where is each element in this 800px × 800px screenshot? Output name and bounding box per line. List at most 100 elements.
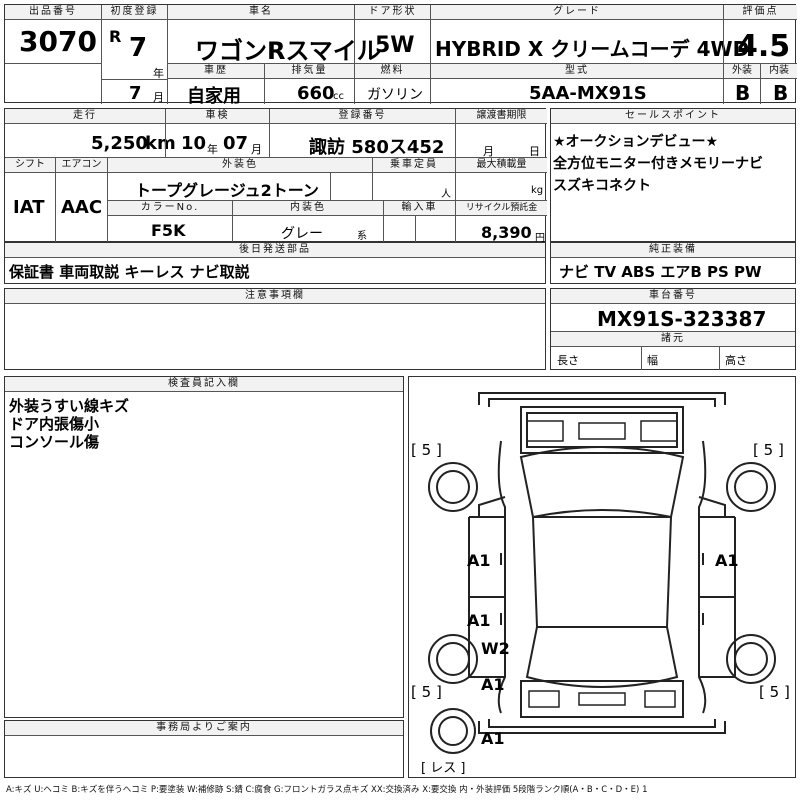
displacement-header: 排気量 [265,64,354,79]
sales-point-1: ★オークションデビュー★ [553,134,719,150]
transfer-month-unit: 月 [483,145,494,158]
interior-grade: B [773,81,789,105]
inspection-month: 07 [223,133,249,154]
interior-color: グレー [281,226,323,242]
import-header: 輸入車 [384,201,455,216]
chassis-number: MX91S-323387 [597,307,767,331]
recycle-fee: 8,390 [481,223,532,242]
exterior-header: 外装 [724,64,760,79]
model-header: 型式 [431,64,723,79]
tire-front-left-label: [ 5 ] [411,441,442,459]
door-type: 5W [375,33,415,58]
width-label: 幅 [647,354,658,367]
fuel-header: 燃料 [355,64,430,79]
mileage-header: 走行 [5,109,165,124]
car-name-header: 車名 [168,5,354,20]
door-header: ドア形状 [355,5,430,20]
load-header: 最大積載量 [456,158,547,173]
lot-no-header: 出品番号 [5,5,101,20]
load-unit: kg [531,185,544,196]
height-label: 高さ [725,354,747,367]
sales-points-block: セールスポイント ★オークションデビュー★ 全方位モニター付きメモリーナビ スズ… [550,108,796,242]
sales-point-2: 全方位モニター付きメモリーナビ [553,156,763,172]
displacement-unit: cc [333,91,344,102]
mileage-unit: km [145,133,176,154]
inspector-header: 検査員記入欄 [5,377,403,392]
fuel-type: ガソリン [367,87,423,103]
top-info-block: 出品番号 3070 初度登録 R 7 年 7 月 車名 ワゴンRスマイル ドア形… [4,4,797,107]
plate-header: 登録番号 [270,109,455,124]
tire-rear-right-label: [ 5 ] [759,683,790,701]
damage-diagram: [ 5 ] [ 5 ] [ 5 ] [ 5 ] [ レス ] A1 A1 A1 … [408,376,796,778]
spare-tire-value: レス [430,761,457,776]
equipment-list: ナビ TV ABS エアB PS PW [559,263,762,281]
displacement: 660 [297,83,335,104]
notes-header: 注意事項欄 [5,289,545,304]
parts-block: 後日発送部品 保証書 車両取説 キーレス ナビ取説 [4,242,546,284]
length-label: 長さ [557,354,579,367]
inspector-block: 検査員記入欄 外装うすい線キズ ドア内張傷小 コンソール傷 [4,376,404,718]
evaluation-score: 4.5 [737,29,791,64]
office-block: 事務局よりご案内 [4,720,404,778]
era-mark: R [109,27,122,46]
exterior-color: トープグレージュ2トーン [135,181,319,200]
tire-front-left-value: 5 [421,441,432,459]
first-reg-month: 7 [129,83,142,104]
interior-header: 内装 [761,64,797,79]
lot-number: 3070 [19,25,97,58]
tire-rear-left-label: [ 5 ] [411,683,442,701]
color-header: 外装色 [108,158,372,173]
tire-rear-left-value: 5 [421,683,432,701]
tire-front-right-label: [ 5 ] [753,441,784,459]
capacity-header: 乗車定員 [373,158,455,173]
damage-mark-left-front-door: A1 [467,551,491,570]
inspection-header: 車検 [166,109,269,124]
transfer-header: 譲渡書期限 [456,109,547,124]
model-code: 5AA-MX91S [529,83,647,104]
car-history: 自家用 [187,86,241,107]
month-unit: 月 [153,91,164,104]
color-number: F5K [151,221,186,240]
inspection-year-unit: 年 [207,143,218,156]
chassis-header: 車台番号 [551,289,795,304]
damage-legend: A:キズ U:ヘコミ B:キズを伴うヘコミ P:要塗装 W:補修跡 S:錆 C:… [6,785,648,795]
score-header: 評価点 [724,5,797,20]
grade: HYBRID X クリームコーデ 4WD [435,37,750,61]
inspector-note-2: ドア内張傷小 [9,415,100,433]
transfer-day-unit: 日 [529,145,540,158]
shift-header: シフト [5,158,55,173]
notes-block: 注意事項欄 [4,288,546,370]
exterior-grade: B [735,81,751,105]
equipment-header: 純正装備 [551,243,795,258]
spare-tire-label: [ レス ] [421,761,466,776]
car-name: ワゴンRスマイル [195,37,381,65]
damage-mark-right-front-door: A1 [715,551,739,570]
parts-header: 後日発送部品 [5,243,545,258]
parts-list: 保証書 車両取説 キーレス ナビ取説 [9,263,250,281]
damage-mark-left-rear-door: A1 [467,611,491,630]
vehicle-detail-block: 走行 5,250 km 車検 10 年 07 月 登録番号 諏訪 580ス452… [4,108,547,244]
shift-type: IAT [13,197,45,218]
history-header: 車歴 [168,64,264,79]
damage-mark-left-quarter: W2 [481,639,510,658]
int-color-header: 内装色 [233,201,383,216]
inspector-note-3: コンソール傷 [9,433,100,451]
car-outline-diagram [428,392,776,754]
damage-mark-rear-bumper: A1 [481,729,505,748]
interior-color-unit: 系 [357,231,367,242]
office-header: 事務局よりご案内 [5,721,403,736]
capacity-unit: 人 [441,189,451,200]
mileage: 5,250 [91,133,148,154]
recycle-header: リサイクル預託金 [456,201,547,216]
sales-header: セールスポイント [551,109,795,124]
inspection-year: 10 [181,133,207,154]
tire-rear-right-value: 5 [769,683,780,701]
equipment-block: 純正装備 ナビ TV ABS エアB PS PW [550,242,796,284]
damage-mark-left-rear: A1 [481,675,505,694]
sales-point-3: スズキコネクト [553,178,651,194]
first-reg-header: 初度登録 [102,5,167,20]
plate-number: 諏訪 580ス452 [309,137,445,158]
inspection-month-unit: 月 [251,143,262,156]
ac-header: エアコン [56,158,107,173]
spec-header: 諸元 [551,332,795,347]
